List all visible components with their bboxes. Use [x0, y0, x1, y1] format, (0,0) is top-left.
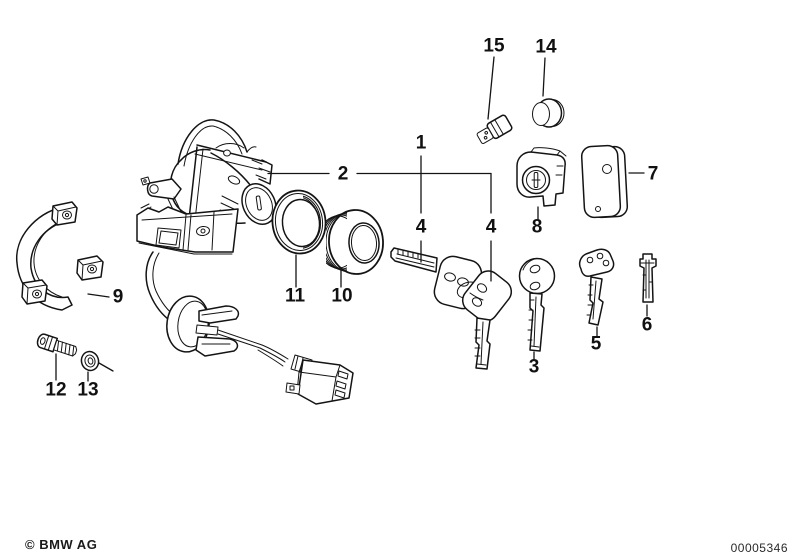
- callout-2[interactable]: 2: [337, 163, 349, 185]
- wiring-harness-art: [145, 251, 354, 405]
- callout-6[interactable]: 6: [641, 314, 653, 336]
- lock-cylinder-assembly-art: [136, 119, 277, 255]
- bracket-nut-bottom: [21, 279, 48, 305]
- key-3-art: [518, 257, 556, 352]
- bulb-socket-art: [476, 114, 513, 144]
- callout-12[interactable]: 12: [45, 379, 67, 401]
- key-blank-art: [639, 253, 657, 303]
- drawing-number: 00005346: [730, 541, 788, 555]
- callout-leader-lines: [55, 56, 648, 382]
- callout-1[interactable]: 1: [415, 132, 427, 154]
- sealing-cap-art: [532, 98, 565, 128]
- callout-10[interactable]: 10: [331, 285, 353, 307]
- threaded-ring-art: [326, 209, 384, 275]
- connector-plug-art: [285, 354, 354, 405]
- callout-3[interactable]: 3: [528, 356, 540, 378]
- callout-5[interactable]: 5: [590, 333, 602, 355]
- callout-9[interactable]: 9: [112, 286, 124, 308]
- copyright-text: © BMW AG: [25, 537, 98, 552]
- screw-art: [36, 333, 78, 357]
- keyhole-slot: [255, 195, 262, 211]
- callout-4-left[interactable]: 4: [415, 216, 427, 238]
- callout-11[interactable]: 11: [284, 285, 306, 307]
- lock-barrel-art: [516, 147, 567, 207]
- callout-14[interactable]: 14: [535, 36, 557, 58]
- cover-plate-art: [580, 144, 629, 219]
- mounting-bracket-art: [16, 201, 104, 311]
- callout-15[interactable]: 15: [483, 35, 505, 57]
- bracket-nut-right: [76, 255, 104, 281]
- bracket-nut-top: [51, 201, 78, 226]
- key-5-art: [578, 248, 615, 326]
- key-pair-art: [390, 247, 513, 370]
- callout-8[interactable]: 8: [531, 216, 543, 238]
- callout-7[interactable]: 7: [647, 163, 659, 185]
- washer-art: [80, 350, 100, 372]
- callout-4-right[interactable]: 4: [485, 216, 497, 238]
- seal-ring-art: [271, 189, 327, 255]
- callout-13[interactable]: 13: [77, 379, 99, 401]
